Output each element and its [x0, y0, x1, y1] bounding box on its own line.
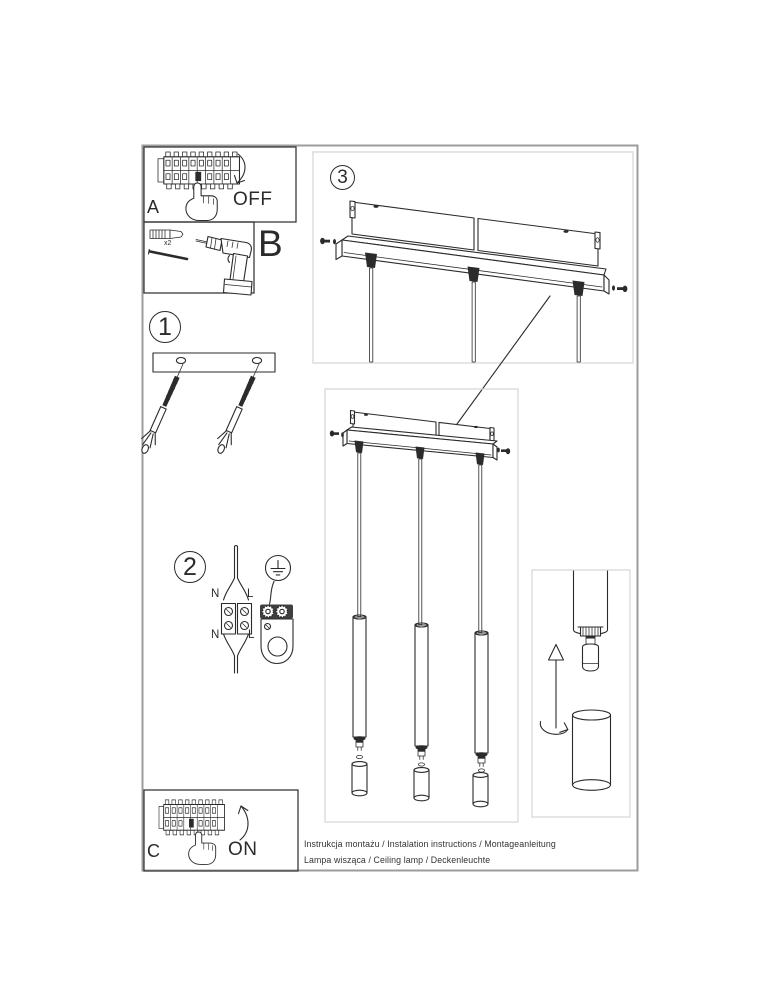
box-b-tools	[143, 221, 255, 296]
lamp-shade	[413, 767, 430, 802]
wire-label-l-out: L	[248, 629, 255, 641]
wall-anchor-left-icon	[135, 360, 191, 457]
ground-terminal-icon	[260, 580, 294, 665]
wall-plug-icon	[149, 229, 184, 239]
ceiling-canopy-small	[342, 426, 498, 461]
drill-icon	[195, 235, 253, 296]
step2-wiring-diagram	[220, 545, 294, 674]
power-on-label: ON	[228, 839, 258, 860]
bracket-hole-left	[175, 356, 187, 365]
step1-wall-bracket	[135, 352, 276, 457]
tube-end	[572, 570, 609, 636]
arrow-down-icon	[233, 153, 246, 184]
terminal-block	[220, 602, 253, 635]
step2-number-badge: 2	[174, 551, 206, 583]
pendant-left	[351, 440, 368, 797]
box-c-power-on	[143, 789, 299, 872]
step3-number: 3	[337, 166, 348, 188]
wire-label-n-out: N	[211, 629, 220, 641]
insert-arrow-icon	[547, 643, 565, 729]
box-a-label: A	[147, 197, 160, 217]
box-a-power-off	[143, 146, 297, 223]
arrow-up-icon	[237, 805, 249, 841]
power-off-label: OFF	[233, 189, 273, 210]
shade-detail	[571, 709, 612, 791]
ground-symbol-icon	[264, 554, 292, 582]
bulb-icon	[581, 643, 600, 672]
leader-line	[456, 295, 551, 425]
box-b-label: B	[258, 223, 283, 264]
wire-label-n-in: N	[211, 588, 220, 600]
side-screw-right-small-icon	[497, 447, 511, 455]
page-frame	[141, 144, 639, 872]
mains-cable	[222, 545, 250, 674]
ceiling-canopy	[335, 235, 610, 295]
hand-switch-icon	[188, 831, 217, 865]
step1-number-badge: 1	[149, 311, 181, 343]
screw-icon	[147, 248, 189, 261]
lamp-shade	[351, 761, 368, 797]
bulb-assembly-detail-panel	[531, 569, 631, 818]
wall-anchor-right-icon	[211, 360, 267, 457]
lamp-overview-panel	[324, 388, 519, 823]
pendant-right	[472, 452, 489, 808]
mounting-bracket	[349, 200, 601, 267]
cord-grips-and-cables	[365, 252, 585, 363]
step1-number: 1	[158, 312, 172, 341]
breaker-panel-icon	[158, 799, 226, 836]
side-screw-left-small-icon	[329, 430, 344, 438]
wire-label-l-in: L	[247, 588, 254, 600]
side-screw-left-icon	[320, 237, 336, 245]
footer-product-line: Lampa wisząca / Ceiling lamp / Deckenleu…	[304, 855, 491, 865]
box-c-label: C	[147, 841, 160, 861]
box-step3-canopy-detail	[312, 151, 634, 364]
pendant-middle	[413, 446, 430, 802]
bracket-hole-right	[251, 356, 263, 365]
plug-quantity-label: x2	[164, 240, 172, 247]
footer-title-line: Instrukcja montażu / Instalation instruc…	[304, 839, 556, 849]
socket-thread	[577, 626, 604, 645]
side-screw-right-icon	[612, 285, 628, 292]
step3-number-badge: 3	[330, 165, 355, 190]
twist-arrow-icon	[539, 720, 569, 735]
lamp-shade	[472, 772, 489, 808]
step2-number: 2	[183, 552, 197, 581]
